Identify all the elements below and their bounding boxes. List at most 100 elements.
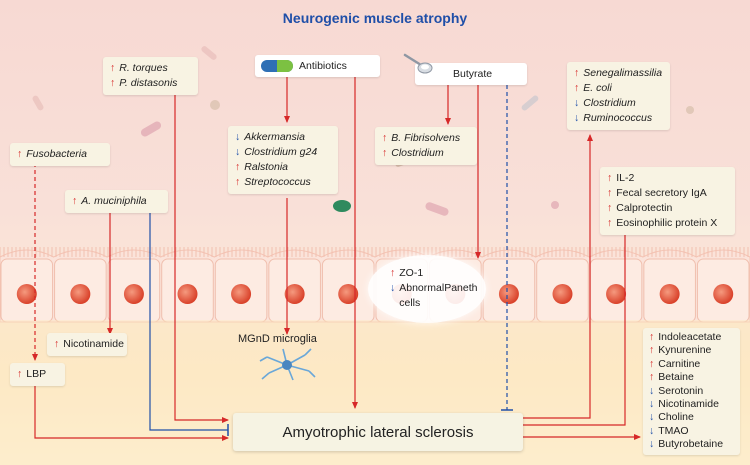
down-arrow-icon: ↓ xyxy=(574,112,580,124)
metabolites-text: TMAO xyxy=(658,424,689,437)
metabolites-item: ↓Choline xyxy=(649,411,734,424)
markers-text: Eosinophilic protein X xyxy=(616,217,718,229)
microglia-icon xyxy=(259,348,316,381)
metabolites-item: ↑Carnitine xyxy=(649,358,734,371)
metabolites-text: Kynurenine xyxy=(658,344,712,357)
torques-item: ↑R. torques xyxy=(110,61,191,76)
butyrate_taxa-item: ↑Clostridium xyxy=(382,146,470,161)
zo1-text: AbnormalPaneth xyxy=(399,282,478,294)
metabolites-text: Butyrobetaine xyxy=(658,438,724,451)
up-arrow-icon: ↑ xyxy=(17,368,23,380)
antibiotics_taxa-item: ↓Clostridium g24 xyxy=(235,145,331,160)
metabolites-text: Serotonin xyxy=(658,384,704,397)
butyrate-taxa-box: ↑B. Fibrisolvens↑Clostridium xyxy=(375,127,477,165)
muciniphila-item: ↑A. muciniphila xyxy=(72,194,161,209)
butyrate_taxa-text: B. Fibrisolvens xyxy=(391,132,461,144)
nicotinamide-box: ↑Nicotinamide xyxy=(47,333,127,356)
metabolites-item: ↑Kynurenine xyxy=(649,344,734,357)
up-arrow-icon: ↑ xyxy=(54,338,60,350)
zo1-text: cells xyxy=(399,297,421,309)
nicotinamide-item: ↑Nicotinamide xyxy=(54,337,124,352)
up-arrow-icon: ↑ xyxy=(382,132,388,144)
right_taxa-text: Senegalimassilia xyxy=(583,67,663,79)
torques-item: ↑P. distasonis xyxy=(110,76,191,91)
zo1-text: ZO-1 xyxy=(399,267,424,279)
metabolites-item: ↓TMAO xyxy=(649,425,734,438)
zo1-item: ↑ZO-1 xyxy=(390,266,476,281)
up-arrow-icon: ↑ xyxy=(574,82,580,94)
cell-nucleus xyxy=(713,284,734,304)
down-arrow-icon: ↓ xyxy=(649,438,655,451)
fusobacteria-item: ↑Fusobacteria xyxy=(17,147,103,162)
down-arrow-icon: ↓ xyxy=(649,384,655,397)
up-arrow-icon: ↑ xyxy=(17,148,23,160)
antibiotics_taxa-item: ↓Akkermansia xyxy=(235,130,331,145)
zo1-item: ↑cells xyxy=(390,296,476,311)
up-arrow-icon: ↑ xyxy=(607,187,613,199)
metabolites-text: Choline xyxy=(658,411,694,424)
up-arrow-icon: ↑ xyxy=(607,202,613,214)
markers-text: Fecal secretory IgA xyxy=(616,187,707,199)
metabolites-item: ↑Betaine xyxy=(649,371,734,384)
down-arrow-icon: ↓ xyxy=(649,411,655,424)
nicotinamide-text: Nicotinamide xyxy=(63,338,124,350)
up-arrow-icon: ↑ xyxy=(649,357,655,370)
pill-icon xyxy=(333,200,351,212)
down-arrow-icon: ↓ xyxy=(235,131,241,143)
metabolites-item: ↓Butyrobetaine xyxy=(649,438,734,451)
spoon-icon xyxy=(403,53,433,74)
metabolites-text: Indoleacetate xyxy=(658,331,722,343)
antibiotics-taxa-box: ↓Akkermansia↓Clostridium g24↑Ralstonia↑S… xyxy=(228,126,338,194)
antibiotics-box: Antibiotics xyxy=(255,55,380,77)
diagram-title: Neurogenic muscle atrophy xyxy=(282,10,468,26)
cell-nucleus xyxy=(498,284,519,304)
up-arrow-icon: ↑ xyxy=(110,62,116,74)
markers-item: ↑Calprotectin xyxy=(607,201,728,216)
antibiotics_taxa-text: Clostridium g24 xyxy=(244,146,318,158)
antibiotics_taxa-item: ↑Streptococcus xyxy=(235,175,331,190)
capsule-icon xyxy=(261,60,293,72)
right_taxa-item: ↓Clostridium xyxy=(574,96,663,111)
cell-nucleus xyxy=(552,284,573,304)
cell-nucleus xyxy=(177,284,198,304)
arrows xyxy=(32,77,641,441)
muciniphila-box: ↑A. muciniphila xyxy=(65,190,168,213)
right_taxa-text: E. coli xyxy=(583,82,612,94)
antibiotics_taxa-item: ↑Ralstonia xyxy=(235,160,331,175)
right_taxa-item: ↓Ruminococcus xyxy=(574,111,663,126)
markers-item: ↑Eosinophilic protein X xyxy=(607,216,728,231)
antibiotics_taxa-text: Streptococcus xyxy=(244,176,311,188)
cell-nucleus xyxy=(659,284,680,304)
up-arrow-icon: ↑ xyxy=(390,267,396,279)
metabolites-text: Betaine xyxy=(658,371,694,384)
cell-nucleus xyxy=(231,284,252,304)
cell-nucleus xyxy=(16,284,37,304)
als-box: Amyotrophic lateral sclerosis xyxy=(233,413,523,451)
butyrate_taxa-item: ↑B. Fibrisolvens xyxy=(382,131,470,146)
cell-nucleus xyxy=(606,284,627,304)
metabolites-box: ↑Indoleacetate↑Kynurenine↑Carnitine↑Beta… xyxy=(643,328,740,455)
markers-box: ↑IL-2↑Fecal secretory IgA↑Calprotectin↑E… xyxy=(600,167,735,235)
torques-text: R. torques xyxy=(119,62,168,74)
als-label: Amyotrophic lateral sclerosis xyxy=(282,423,474,441)
lbp-text: LBP xyxy=(26,368,47,380)
fusobacteria-text: Fusobacteria xyxy=(26,148,87,160)
up-arrow-icon: ↑ xyxy=(110,77,116,89)
markers-text: IL-2 xyxy=(616,172,635,184)
markers-text: Calprotectin xyxy=(616,202,673,214)
up-arrow-icon: ↑ xyxy=(382,147,388,159)
butyrate-box: Butyrate xyxy=(403,53,527,85)
antibiotics-label: Antibiotics xyxy=(299,60,347,72)
up-arrow-icon: ↑ xyxy=(235,176,241,188)
down-arrow-icon: ↓ xyxy=(649,424,655,437)
metabolites-item: ↓Serotonin xyxy=(649,385,734,398)
down-arrow-icon: ↓ xyxy=(390,282,396,294)
right_taxa-item: ↑E. coli xyxy=(574,81,663,96)
zo1-text: ↑ZO-1↓AbnormalPaneth↑cells xyxy=(383,262,483,315)
microglia-label: MGnD microglia xyxy=(238,333,317,345)
torques-text: P. distasonis xyxy=(119,77,178,89)
up-arrow-icon: ↑ xyxy=(649,331,655,343)
torques-box: ↑R. torques↑P. distasonis xyxy=(103,57,198,95)
lbp-box: ↑LBP xyxy=(10,363,65,386)
up-arrow-icon: ↑ xyxy=(649,344,655,357)
